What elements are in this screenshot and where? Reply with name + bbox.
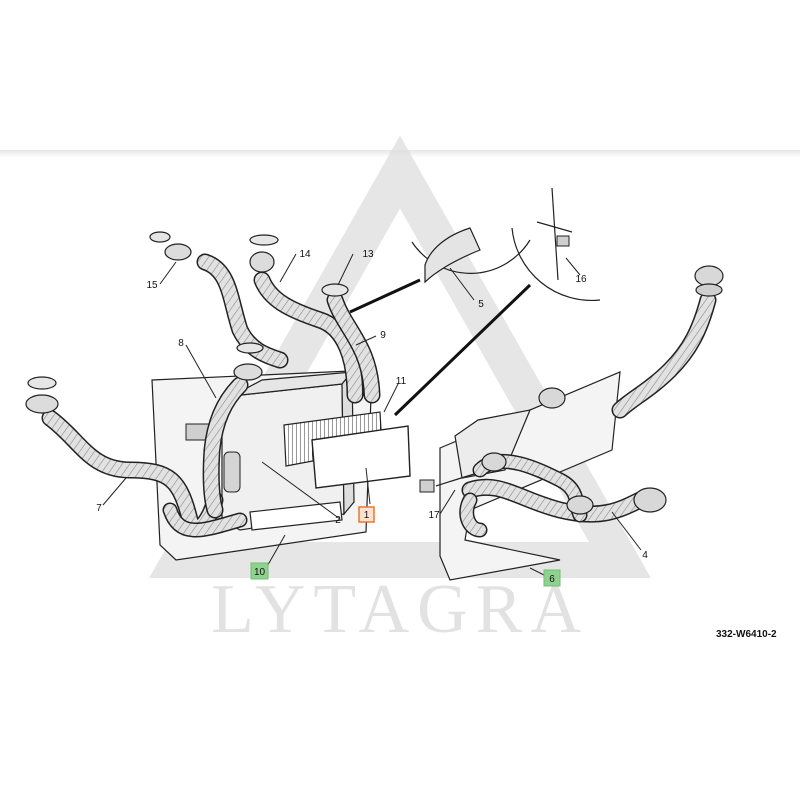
grommet-right-4 [633, 487, 667, 513]
fitting-14b [249, 251, 275, 273]
callout-17: 17 [428, 510, 440, 521]
callout-1-highlight [358, 506, 375, 523]
watermark: LYTAGRA [149, 135, 651, 648]
callout-leaders [102, 253, 642, 577]
callout-labels: 1 2 4 5 6 7 8 9 10 11 13 14 15 16 17 [96, 249, 648, 587]
grommet-left [25, 394, 59, 414]
drawing-code: 332-W6410-2 [716, 629, 777, 640]
callout-7: 7 [96, 503, 102, 514]
blower-motor [223, 451, 241, 493]
hose-9 [328, 293, 379, 402]
callout-5: 5 [478, 299, 484, 310]
right-mounting-plate [439, 371, 621, 581]
callout-13: 13 [362, 249, 374, 260]
right-fittings [481, 265, 724, 515]
fitting-14a [249, 234, 279, 246]
callout-14: 14 [299, 249, 311, 260]
detail-circle-16 [511, 227, 601, 302]
callout-16: 16 [575, 274, 587, 285]
callout-10-highlight [250, 562, 269, 580]
fitting-8 [233, 363, 263, 381]
callout-11: 11 [396, 376, 407, 387]
callout-2: 2 [335, 515, 341, 526]
right-assembly [419, 371, 621, 581]
hose-8 [204, 378, 247, 517]
base-tray [249, 501, 343, 531]
fitting-right-valve [481, 452, 507, 472]
callout-1: 1 [364, 510, 370, 521]
detail-hose-5 [424, 227, 481, 284]
filter-panel [311, 425, 411, 489]
callout-8: 8 [178, 338, 184, 349]
grommet-15a [149, 231, 171, 243]
fitting-loop [566, 495, 594, 515]
hose-15 [198, 255, 287, 367]
top-blank-area [0, 0, 800, 150]
fitting-13 [321, 283, 349, 297]
grommet-15b [164, 243, 192, 261]
connector-17 [419, 479, 435, 493]
fitting-top [236, 342, 264, 354]
left-hoses [41, 253, 381, 538]
callout-10: 10 [254, 567, 266, 578]
hose-14 [255, 273, 362, 402]
hose-right-lower [460, 494, 486, 536]
callout-4: 4 [642, 550, 648, 561]
hose-4 [463, 480, 647, 522]
fitting-right-top [538, 387, 566, 409]
detail-circles [349, 187, 601, 417]
grommet-left-top [27, 376, 57, 390]
hose-right-long [613, 293, 715, 417]
grommet-right-top [694, 265, 724, 287]
hose-lower-left [164, 504, 246, 536]
callout-15: 15 [146, 280, 158, 291]
detail-circle-5 [411, 239, 531, 274]
callout-9: 9 [380, 330, 386, 341]
watermark-text: LYTAGRA [211, 571, 589, 648]
callout-6: 6 [549, 574, 555, 585]
right-heater-box [454, 409, 531, 479]
hose-fittings [25, 231, 349, 414]
callout-6-highlight [543, 569, 561, 587]
